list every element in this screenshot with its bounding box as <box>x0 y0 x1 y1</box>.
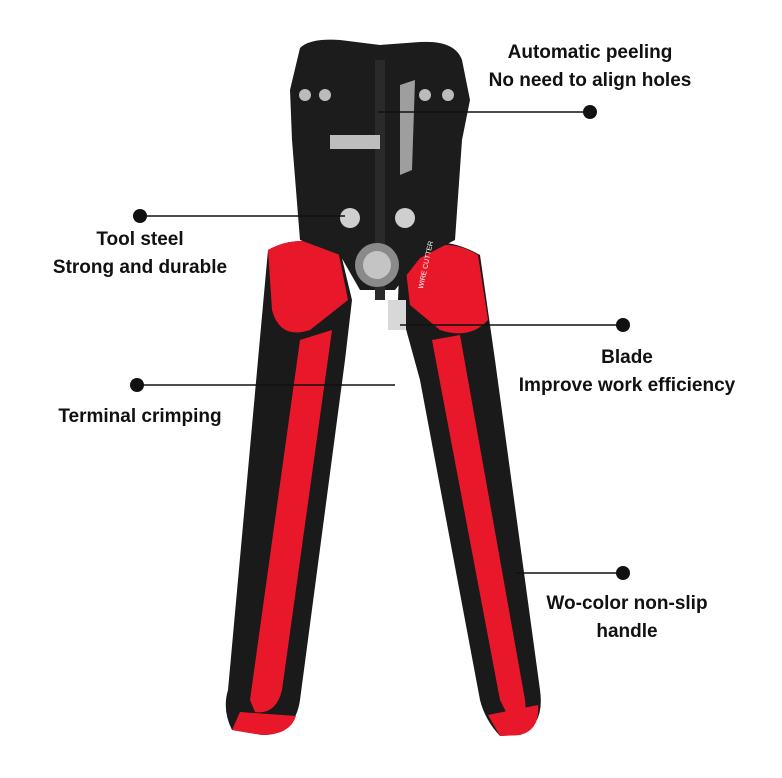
callout-blade-line2: Improve work efficiency <box>518 375 736 396</box>
callout-dot-steel <box>133 209 147 223</box>
right-handle-red-stripe <box>432 335 526 721</box>
cutter-blade <box>388 300 406 330</box>
callout-crimping-line1: Terminal crimping <box>58 406 222 427</box>
center-plate <box>375 60 385 300</box>
right-handle-red-grip <box>405 245 488 334</box>
left-handle-red-stripe <box>250 330 332 713</box>
callout-lines <box>137 111 623 574</box>
callout-steel-line1: Tool steel <box>96 229 184 250</box>
callout-handle: Wo-color non-slip handle <box>546 590 707 646</box>
callout-peeling-line2: No need to align holes <box>488 70 692 91</box>
left-handle-red-tip <box>232 712 296 735</box>
right-handle-red-tip <box>488 705 539 736</box>
callout-dot-crimping <box>130 378 144 392</box>
peeling-jaw <box>400 80 415 175</box>
callout-blade: Blade Improve work efficiency <box>519 344 735 400</box>
screw-4 <box>442 89 454 101</box>
callout-blade-line1: Blade <box>601 347 653 368</box>
callout-dot-peeling <box>583 105 597 119</box>
callout-handle-line1: Wo-color non-slip <box>546 593 708 614</box>
callout-dot-handle <box>616 566 630 580</box>
callout-peeling-line1: Automatic peeling <box>507 42 673 63</box>
callout-crimping: Terminal crimping <box>58 403 221 431</box>
screw-2 <box>319 89 331 101</box>
screw-1 <box>299 89 311 101</box>
rivet-right <box>395 208 415 228</box>
screw-3 <box>419 89 431 101</box>
left-handle-red-grip <box>268 241 348 333</box>
rivet-left <box>340 208 360 228</box>
callout-handle-line2: handle <box>596 621 658 642</box>
callout-dots <box>130 105 630 580</box>
callout-peeling: Automatic peeling No need to align holes <box>489 39 692 95</box>
stripping-blade-bar <box>330 135 380 149</box>
pivot-bolt-cap <box>363 251 391 279</box>
callout-steel-line2: Strong and durable <box>52 257 228 278</box>
callout-dot-blade <box>616 318 630 332</box>
callout-steel: Tool steel Strong and durable <box>53 226 227 282</box>
